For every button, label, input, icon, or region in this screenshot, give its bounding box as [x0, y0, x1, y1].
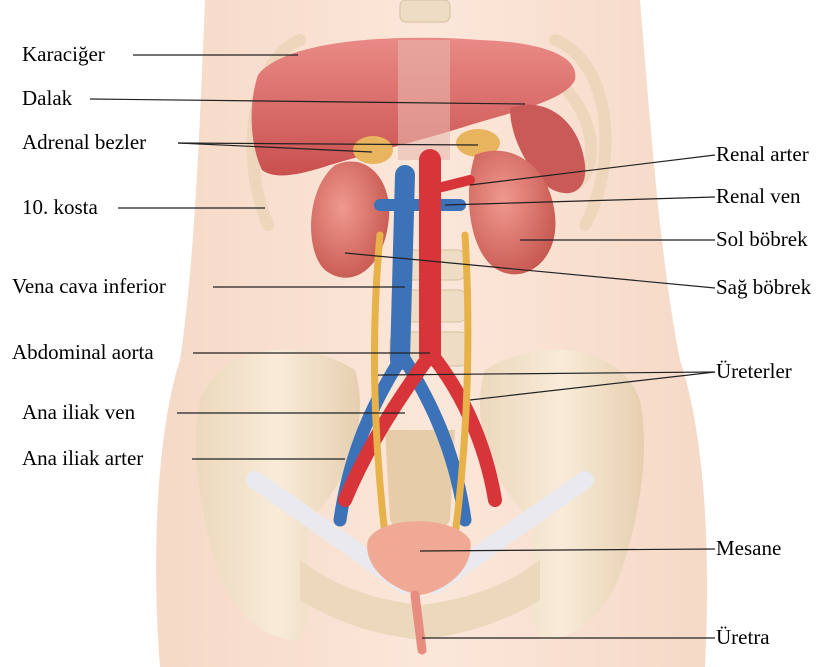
label-right-kidney: Sağ böbrek: [716, 277, 811, 298]
label-ureters: Üreterler: [716, 361, 792, 382]
label-left-kidney: Sol böbrek: [716, 229, 808, 250]
label-bladder: Mesane: [716, 538, 781, 559]
label-common-iliac-vein: Ana iliak ven: [22, 402, 135, 423]
label-urethra: Üretra: [716, 627, 770, 648]
label-vena-cava-inferior: Vena cava inferior: [12, 276, 166, 297]
label-renal-vein: Renal ven: [716, 186, 801, 207]
label-10th-rib: 10. kosta: [22, 197, 98, 218]
label-spleen: Dalak: [22, 88, 72, 109]
label-liver: Karaciğer: [22, 44, 105, 65]
label-common-iliac-artery: Ana iliak arter: [22, 448, 143, 469]
label-abdominal-aorta: Abdominal aorta: [12, 342, 154, 363]
label-adrenal-glands: Adrenal bezler: [22, 132, 146, 153]
adrenal-right: [353, 136, 393, 164]
label-renal-artery: Renal arter: [716, 144, 809, 165]
